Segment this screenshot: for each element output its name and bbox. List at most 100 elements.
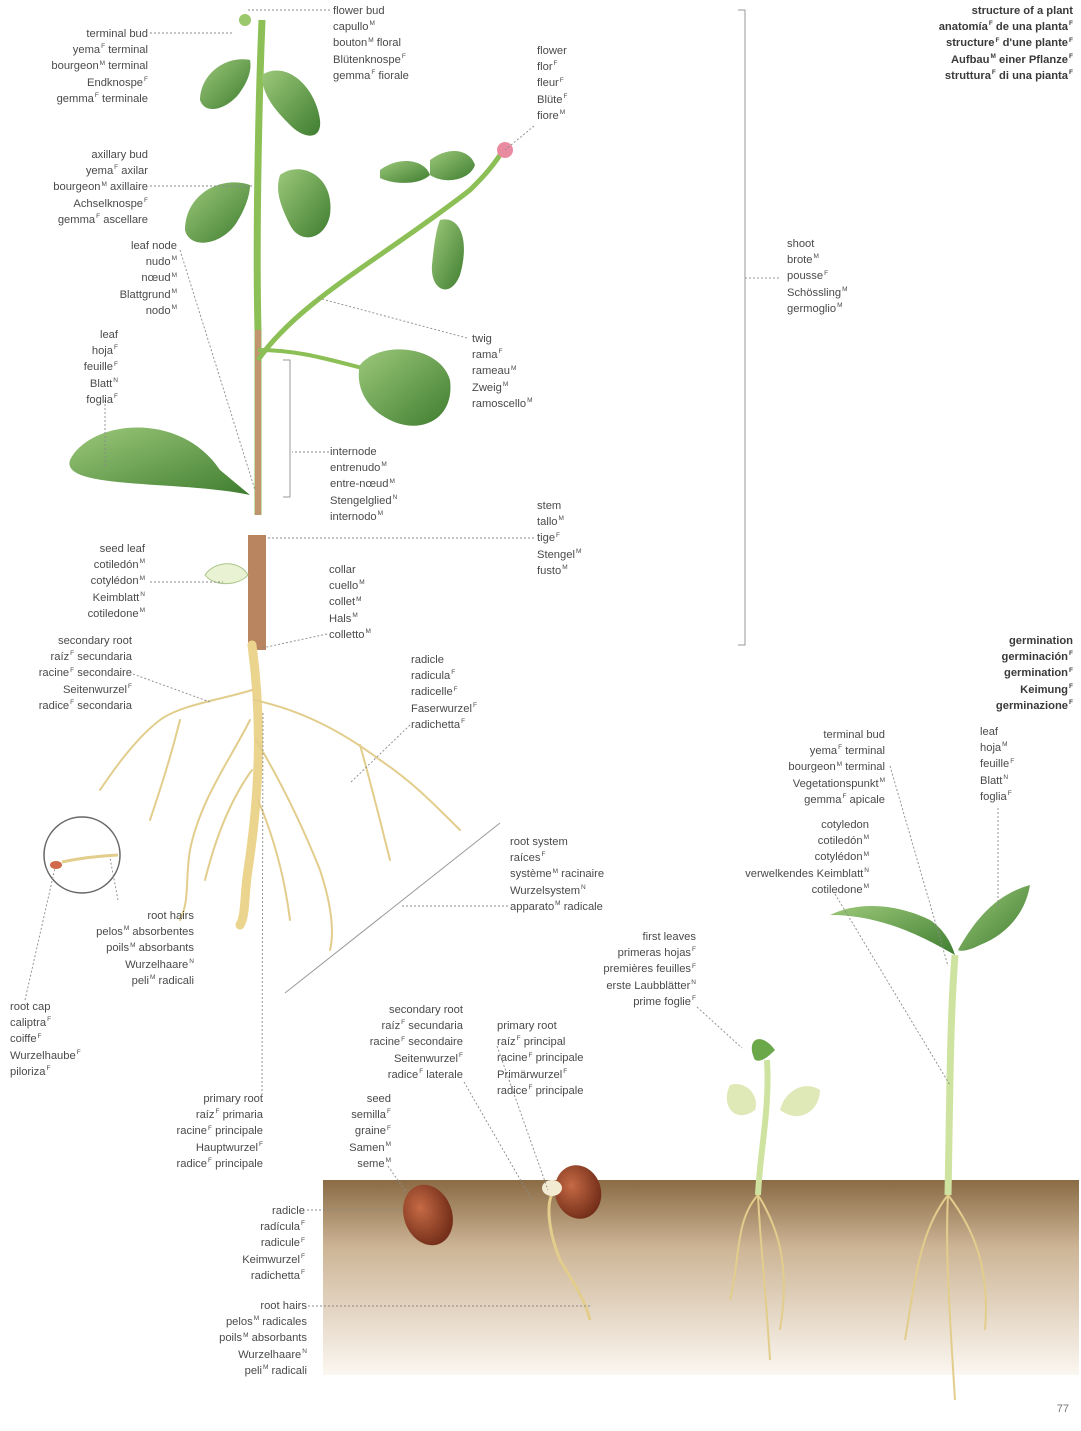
label-line: secondary root <box>39 633 132 649</box>
label-text: stem <box>537 500 561 512</box>
label-text: root hairs <box>147 910 194 922</box>
label-text: fiore <box>537 110 559 122</box>
label-text: racine <box>497 1052 527 1064</box>
young-plant-stem <box>948 955 955 1195</box>
label-line: root system <box>510 834 604 850</box>
gender-marker: M <box>1002 741 1007 748</box>
label-text: radice <box>177 1158 207 1170</box>
label-line: flower bud <box>333 3 409 19</box>
label-line: ZweigM <box>472 380 533 396</box>
label-line: AchselknospeF <box>53 196 148 212</box>
label-text: Stengel <box>537 549 575 561</box>
label-line: WurzelhaareN <box>219 1347 307 1363</box>
label-text: seme <box>357 1158 384 1170</box>
label-line: peliM radicali <box>219 1363 307 1379</box>
label-text: shoot <box>787 238 814 250</box>
gender-marker: N <box>113 377 118 384</box>
gender-marker: M <box>527 397 532 404</box>
gender-marker: F <box>114 344 118 351</box>
label-line: first leaves <box>603 929 696 945</box>
label-line: primary root <box>497 1018 583 1034</box>
label-line: collettoM <box>329 627 371 643</box>
label-line: radiculeF <box>242 1235 305 1251</box>
label-line: germination <box>996 633 1073 649</box>
label-text: caliptra <box>10 1017 46 1029</box>
label-text: primeras hojas <box>618 947 691 959</box>
label-line: caliptraF <box>10 1015 81 1031</box>
label-line: fioreM <box>537 108 567 124</box>
label-text: terminal bud <box>86 28 148 40</box>
label-text: cotiledón <box>818 835 863 847</box>
label-leaf-node: leaf nodenudoMnœudMBlattgrundMnodoM <box>120 238 177 319</box>
label-text: de una planta <box>993 21 1068 33</box>
label-line: AufbauM einer PflanzeF <box>939 52 1073 68</box>
gender-marker: F <box>1010 758 1014 765</box>
internode-bracket <box>283 360 290 497</box>
label-text: yema <box>73 44 100 56</box>
label-text: radicali <box>155 975 194 987</box>
label-text: foglia <box>86 394 113 406</box>
flower-bud-shape <box>239 14 251 26</box>
label-line: cotylédonM <box>745 849 869 865</box>
label-line: radiceF principale <box>177 1156 263 1172</box>
gender-marker: N <box>581 884 586 891</box>
label-line: PrimärwurzelF <box>497 1067 583 1083</box>
label-line: raízF secundaria <box>370 1018 463 1034</box>
label-text: cotiledón <box>94 559 139 571</box>
gender-marker: M <box>172 288 177 295</box>
label-line: WurzelhaubeF <box>10 1048 81 1064</box>
label-text: radícula <box>260 1221 300 1233</box>
label-text: Keimung <box>1020 684 1068 696</box>
gender-marker: F <box>459 1052 463 1059</box>
gender-marker: N <box>1003 774 1008 781</box>
label-text: entre-nœud <box>330 478 388 490</box>
label-line: cotylédonM <box>88 573 145 589</box>
label-line: ramaF <box>472 347 533 363</box>
label-text: Samen <box>349 1142 384 1154</box>
label-line: prime foglieF <box>603 994 696 1010</box>
label-line: pilorizaF <box>10 1064 81 1080</box>
gender-marker: F <box>1069 53 1073 60</box>
label-line: yemaF axilar <box>53 163 148 179</box>
label-line: germinazioneF <box>996 698 1073 714</box>
label-line: secondary root <box>370 1002 463 1018</box>
gender-marker: M <box>864 834 869 841</box>
label-first-leaves: first leavesprimeras hojasFpremières feu… <box>603 929 696 1010</box>
gender-marker: F <box>38 1033 42 1040</box>
label-text: yema <box>86 165 113 177</box>
label-text: tige <box>537 532 555 544</box>
label-line: root hairs <box>219 1298 307 1314</box>
label-line: radicle <box>242 1203 305 1219</box>
label-text: piloriza <box>10 1066 45 1078</box>
label-stem: stemtalloMtigeFStengelMfustoM <box>537 498 581 579</box>
label-root-system: root systemraícesFsystèmeM racinaireWurz… <box>510 834 604 915</box>
label-text: collet <box>329 596 355 608</box>
label-line: root cap <box>10 999 81 1015</box>
label-twig: twigramaFrameauMZweigMramoscelloM <box>472 331 533 412</box>
label-line: FaserwurzelF <box>411 701 477 717</box>
page-number: 77 <box>1057 1403 1069 1415</box>
label-text: erste Laubblätter <box>606 980 690 992</box>
label-text: radice <box>388 1069 418 1081</box>
label-line: graineF <box>349 1123 391 1139</box>
gender-marker: M <box>560 109 565 116</box>
gender-marker: F <box>301 1237 305 1244</box>
label-text: raíz <box>382 1020 401 1032</box>
label-text: structure <box>946 37 995 49</box>
label-line: raízF principal <box>497 1034 583 1050</box>
gender-marker: F <box>144 76 148 83</box>
label-line: radiceF laterale <box>370 1067 463 1083</box>
label-text: secondary root <box>389 1004 463 1016</box>
gender-marker: M <box>814 253 819 260</box>
label-text: hoja <box>980 742 1001 754</box>
label-text: primary root <box>203 1093 263 1105</box>
label-text: gemma <box>804 794 841 806</box>
label-primary-root-g: primary rootraízF principalracineF princ… <box>497 1018 583 1099</box>
label-terminal-bud: terminal budyemaF terminalbourgeonM term… <box>51 26 148 107</box>
label-flower: flowerflorFfleurFBlüteFfioreM <box>537 43 567 124</box>
gender-marker: M <box>386 1157 391 1164</box>
label-text: bourgeon <box>51 60 98 72</box>
gender-marker: F <box>301 1253 305 1260</box>
label-text: racine <box>177 1125 207 1137</box>
hypocotyl <box>248 535 266 650</box>
